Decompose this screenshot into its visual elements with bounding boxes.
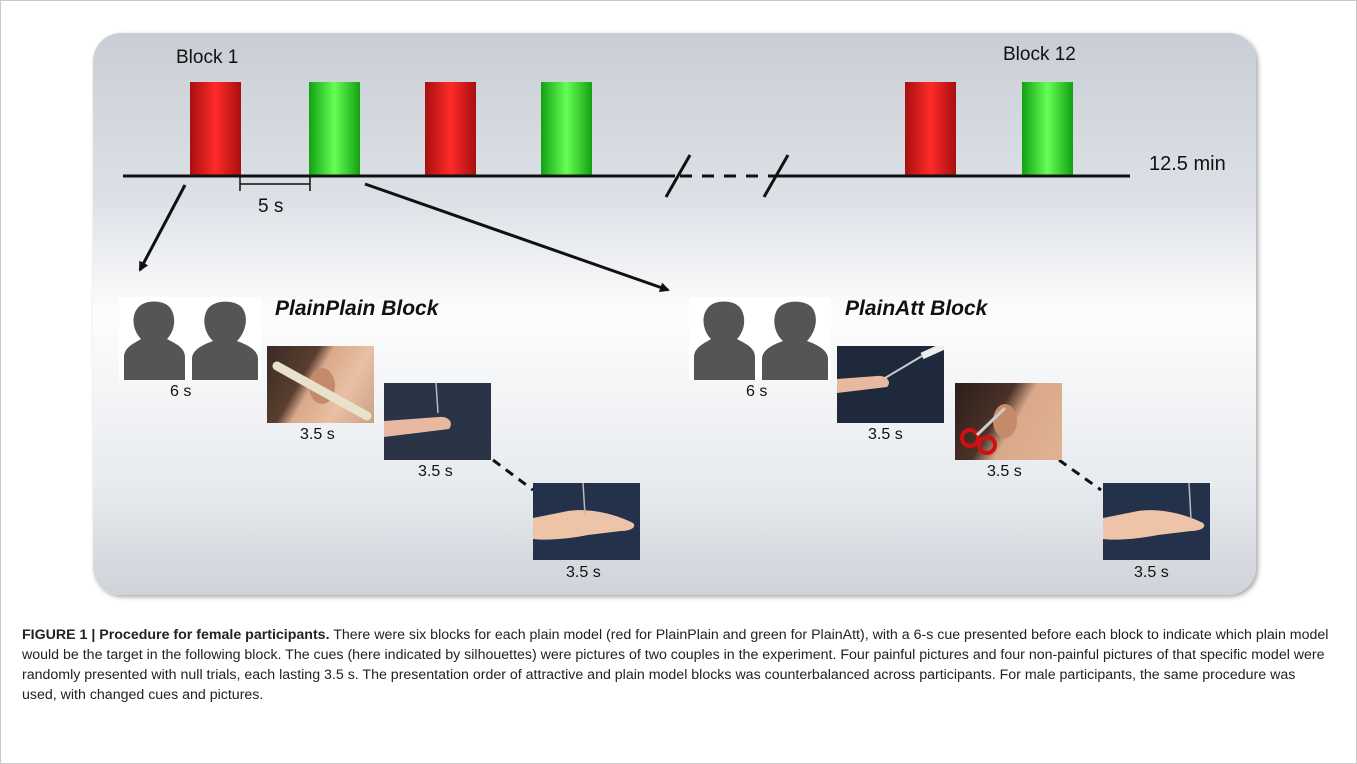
- interval-label: 5 s: [258, 196, 284, 217]
- right-finger-knife-image: [837, 346, 944, 423]
- right-photo3-duration: 3.5 s: [1134, 564, 1169, 581]
- palm-with-needle-icon: [1103, 483, 1205, 540]
- right-ear-scissors-image: [955, 383, 1062, 460]
- axis-break-left: [664, 154, 692, 198]
- left-cue-duration: 6 s: [170, 383, 192, 400]
- ear-with-scissors-icon: [960, 404, 1017, 455]
- left-cue-silhouettes-image: [119, 297, 261, 380]
- block-bar-2-green: [309, 82, 360, 175]
- block-bar-4-green: [541, 82, 592, 175]
- total-duration-label: 12.5 min: [1149, 153, 1226, 175]
- block-bar-3-red: [425, 82, 476, 175]
- right-palm-needle-image: [1103, 483, 1210, 560]
- silhouette-pair-icon: [124, 301, 258, 380]
- left-photo1-duration: 3.5 s: [300, 426, 335, 443]
- left-ear-scissors-image: [267, 346, 374, 423]
- right-block-title: PlainAtt Block: [845, 297, 988, 320]
- right-sequence-dash: [1058, 458, 1102, 492]
- left-block-title: PlainPlain Block: [275, 297, 439, 320]
- axis-break-right: [762, 154, 790, 198]
- ear-with-scissors-icon: [272, 361, 372, 421]
- left-palm-needle-image: [533, 483, 640, 560]
- timeline-diagram: [123, 82, 1130, 492]
- arrow-to-plainatt: [364, 182, 670, 293]
- caption-body: There were six blocks for each plain mod…: [22, 627, 1329, 703]
- figure-caption: FIGURE 1 | Procedure for female particip…: [22, 625, 1332, 705]
- block-bar-1-red: [190, 82, 241, 175]
- finger-with-needle-icon: [384, 383, 451, 437]
- silhouette-pair-icon: [694, 301, 828, 380]
- left-finger-needle-image: [384, 383, 491, 460]
- palm-with-needle-icon: [533, 483, 635, 540]
- right-cue-silhouettes-image: [689, 297, 831, 380]
- right-cue-duration: 6 s: [746, 383, 768, 400]
- caption-heading: FIGURE 1 | Procedure for female particip…: [22, 627, 330, 643]
- left-photo3-duration: 3.5 s: [566, 564, 601, 581]
- block-start-label: Block 1: [176, 47, 239, 68]
- block-bar-11-red: [905, 82, 956, 175]
- right-photo2-duration: 3.5 s: [987, 463, 1022, 480]
- finger-with-knife-icon: [837, 346, 944, 393]
- left-photo2-duration: 3.5 s: [418, 463, 453, 480]
- right-photo1-duration: 3.5 s: [868, 426, 903, 443]
- arrow-to-plainplain: [138, 184, 187, 272]
- block-end-label: Block 12: [1003, 44, 1076, 65]
- block-bar-12-green: [1022, 82, 1073, 175]
- left-sequence-dash: [492, 458, 534, 492]
